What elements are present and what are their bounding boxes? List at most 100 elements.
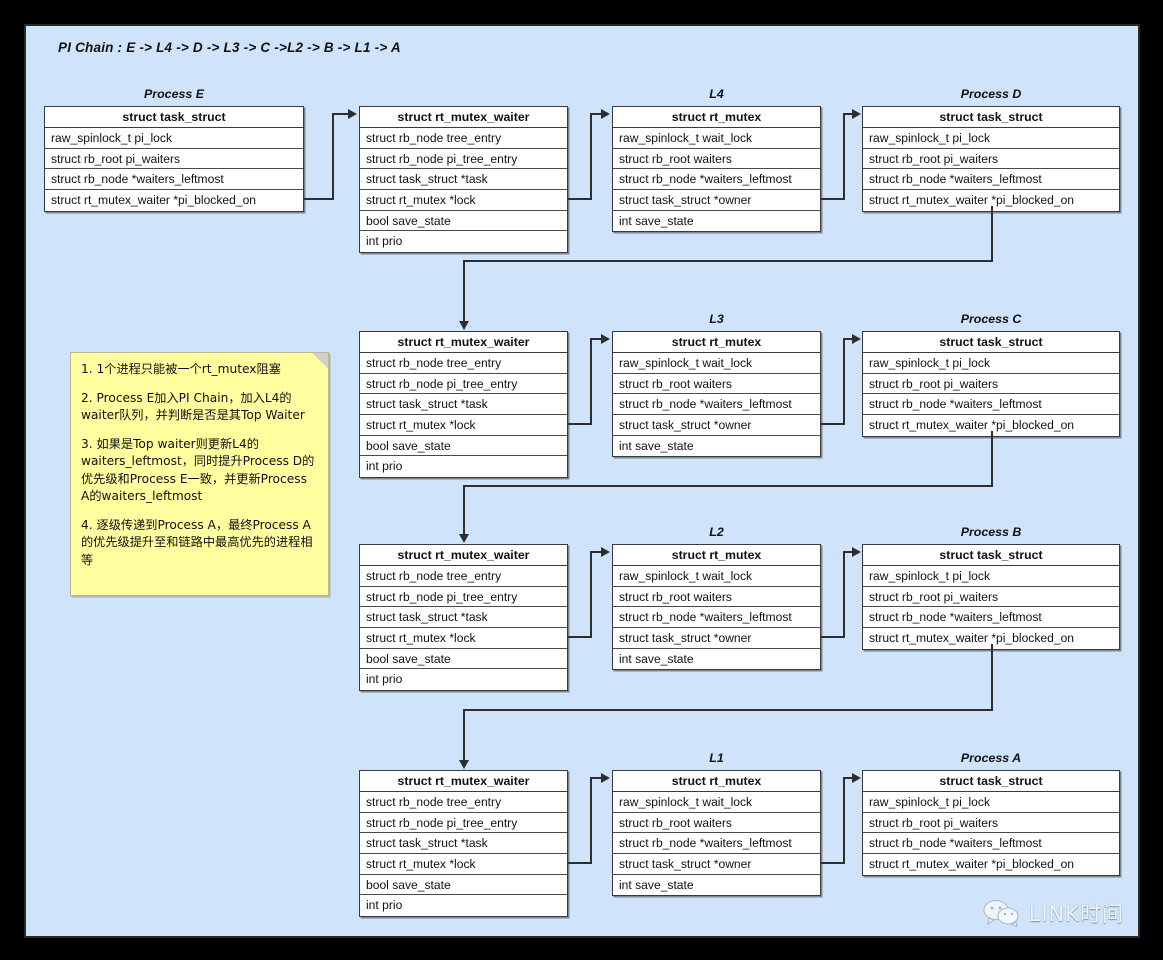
caption-l1: L1: [709, 751, 724, 765]
box-header: struct task_struct: [863, 107, 1119, 128]
field-row: raw_spinlock_t pi_lock: [863, 792, 1119, 813]
field-row: int save_state: [619, 651, 694, 666]
field-row: struct rb_root waiters: [613, 149, 820, 170]
connector-c-to-row3-v1: [991, 431, 993, 486]
watermark: LINK时间: [982, 898, 1124, 928]
field-row: bool save_state: [360, 875, 567, 896]
field-row: struct rb_root waiters: [613, 587, 820, 608]
field-row: struct task_struct *owner: [613, 415, 820, 436]
field-row: struct rb_node *waiters_leftmost: [863, 394, 1119, 416]
note-line-1: 1. 1个进程只能被一个rt_mutex阻塞: [81, 362, 281, 376]
field-row: int prio: [366, 234, 403, 249]
box-row1-rt-mutex-waiter: struct rt_mutex_waiter struct rb_node tr…: [359, 106, 568, 254]
field-row: struct rb_node pi_tree_entry: [360, 813, 567, 834]
field-row: struct rb_root waiters: [613, 374, 820, 395]
field-row: raw_spinlock_t wait_lock: [613, 792, 820, 813]
box-header: struct task_struct: [863, 545, 1119, 566]
box-header: struct rt_mutex_waiter: [360, 545, 567, 566]
field-row: struct rb_node *waiters_leftmost: [45, 169, 303, 191]
note-line-4: 4. 逐级传递到Process A，最终Process A的优先级提升至和链路中…: [81, 517, 313, 567]
field-row: struct rb_root pi_waiters: [863, 374, 1119, 395]
field-row: struct rb_node tree_entry: [360, 128, 567, 149]
field-row: struct task_struct *owner: [613, 854, 820, 875]
caption-process-a: Process A: [960, 751, 1022, 765]
field-row: struct rt_mutex *lock: [360, 415, 567, 436]
page-title: PI Chain : E -> L4 -> D -> L3 -> C ->L2 …: [58, 40, 401, 55]
connector-d-to-row2-h: [463, 260, 993, 262]
box-header: struct task_struct: [863, 332, 1119, 353]
connector-d-to-row2-v2: [463, 260, 465, 322]
field-row: int save_state: [619, 877, 694, 892]
diagram-panel: PI Chain : E -> L4 -> D -> L3 -> C ->L2 …: [24, 24, 1140, 938]
caption-process-d: Process D: [960, 87, 1022, 101]
box-header: struct rt_mutex: [613, 771, 820, 792]
field-row: struct rb_node pi_tree_entry: [360, 149, 567, 170]
field-row: int prio: [366, 898, 403, 913]
connector-e-to-waiter-h2: [332, 113, 349, 115]
connector-l1-to-a-h1: [821, 862, 845, 864]
arrow-e-to-waiter: [348, 109, 357, 119]
field-row: struct rt_mutex_waiter *pi_blocked_on: [51, 193, 257, 208]
arrow-r4-waiter-to-l1: [601, 773, 610, 783]
box-header: struct rt_mutex: [613, 332, 820, 353]
box-header: struct rt_mutex_waiter: [360, 771, 567, 792]
box-l3-rt-mutex: struct rt_mutex raw_spinlock_t wait_lock…: [612, 331, 821, 458]
field-row: struct rb_node *waiters_leftmost: [613, 169, 820, 191]
field-row: struct rb_node pi_tree_entry: [360, 374, 567, 395]
box-row3-rt-mutex-waiter: struct rt_mutex_waiter struct rb_node tr…: [359, 544, 568, 692]
field-row: struct rb_node pi_tree_entry: [360, 587, 567, 608]
connector-l3-to-c-h1: [821, 423, 845, 425]
field-row: struct rb_node *waiters_leftmost: [613, 833, 820, 855]
connector-l2-to-b-h2: [843, 551, 855, 553]
connector-d-to-row2-v1: [991, 206, 993, 261]
field-row: raw_spinlock_t pi_lock: [45, 128, 303, 149]
arrow-r3-waiter-to-l2: [601, 547, 610, 557]
field-row: struct task_struct *owner: [613, 628, 820, 649]
box-row4-rt-mutex-waiter: struct rt_mutex_waiter struct rb_node tr…: [359, 770, 568, 918]
box-header: struct rt_mutex: [613, 545, 820, 566]
caption-l4: L4: [709, 87, 724, 101]
box-row2-rt-mutex-waiter: struct rt_mutex_waiter struct rb_node tr…: [359, 331, 568, 479]
connector-l2-to-b-v: [843, 551, 845, 638]
connector-c-to-row3-v2: [463, 485, 465, 535]
field-row: raw_spinlock_t pi_lock: [863, 353, 1119, 374]
connector-b-to-row4-h: [463, 709, 993, 711]
note-fold-corner: [312, 353, 328, 369]
field-row: raw_spinlock_t pi_lock: [863, 566, 1119, 587]
field-row: struct rb_node *waiters_leftmost: [863, 833, 1119, 855]
arrow-l2-to-b: [852, 547, 861, 557]
field-row: raw_spinlock_t wait_lock: [613, 353, 820, 374]
field-row: struct rt_mutex *lock: [360, 628, 567, 649]
connector-r2-waiter-to-l3-h2: [590, 338, 602, 340]
box-process-c-task-struct: struct task_struct raw_spinlock_t pi_loc…: [862, 331, 1120, 437]
connector-l4-to-d-h2: [843, 113, 855, 115]
field-row: struct rb_node *waiters_leftmost: [863, 169, 1119, 191]
connector-r4-waiter-to-l1-h2: [590, 777, 602, 779]
field-row: struct rt_mutex_waiter *pi_blocked_on: [869, 857, 1075, 872]
explanatory-note: 1. 1个进程只能被一个rt_mutex阻塞 2. Process E加入PI …: [70, 352, 329, 596]
field-row: struct rt_mutex *lock: [360, 854, 567, 875]
arrow-l4-to-d: [852, 109, 861, 119]
arrow-r1-waiter-to-l4: [601, 109, 610, 119]
connector-e-to-waiter-v: [332, 113, 334, 200]
box-header: struct task_struct: [863, 771, 1119, 792]
caption-process-c: Process C: [960, 312, 1022, 326]
field-row: struct task_struct *task: [360, 833, 567, 855]
wechat-icon: [982, 899, 1022, 927]
field-row: bool save_state: [360, 211, 567, 232]
box-process-a-task-struct: struct task_struct raw_spinlock_t pi_loc…: [862, 770, 1120, 876]
connector-l4-to-d-h1: [821, 198, 845, 200]
connector-r1-waiter-to-l4-h2: [590, 113, 602, 115]
caption-l3: L3: [709, 312, 724, 326]
connector-e-to-waiter-h1: [304, 198, 334, 200]
connector-l1-to-a-h2: [843, 777, 855, 779]
field-row: struct task_struct *task: [360, 394, 567, 416]
field-row: bool save_state: [360, 649, 567, 670]
box-header: struct rt_mutex: [613, 107, 820, 128]
arrow-r2-waiter-to-l3: [601, 334, 610, 344]
arrow-b-to-row4: [459, 760, 469, 769]
field-row: struct rt_mutex *lock: [360, 190, 567, 211]
box-l1-rt-mutex: struct rt_mutex raw_spinlock_t wait_lock…: [612, 770, 821, 897]
field-row: struct rb_node *waiters_leftmost: [863, 607, 1119, 629]
field-row: struct task_struct *owner: [613, 190, 820, 211]
